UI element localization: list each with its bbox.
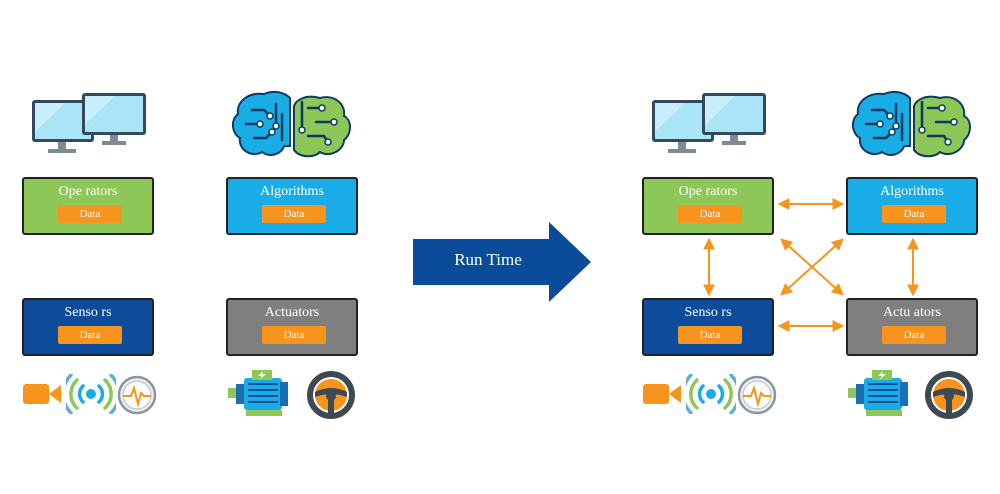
algorithms-sensors-arrow xyxy=(780,238,844,296)
actuators-block-connected: Actu ators Data xyxy=(846,298,978,356)
algorithms-block: Algorithms Data xyxy=(226,177,358,235)
operators-block-connected: Ope rators Data xyxy=(642,177,774,235)
algorithms-block-connected: Algorithms Data xyxy=(846,177,978,235)
algorithms-data-tag: Data xyxy=(262,205,326,223)
algorithms-title: Algorithms xyxy=(880,184,944,199)
actuators-block: Actuators Data xyxy=(226,298,358,356)
algorithms-data-tag: Data xyxy=(882,205,946,223)
sensors-data-tag: Data xyxy=(58,326,122,344)
operators-block: Ope rators Data xyxy=(22,177,154,235)
steering-wheel-icon xyxy=(924,370,974,420)
operators-data-tag: Data xyxy=(678,205,742,223)
electric-motor-icon xyxy=(848,370,912,420)
actuators-data-tag: Data xyxy=(882,326,946,344)
pulse-gauge-icon xyxy=(737,375,777,415)
sensors-block: Senso rs Data xyxy=(22,298,154,356)
sensors-title: Senso rs xyxy=(684,305,732,320)
sensors-title: Senso rs xyxy=(64,305,112,320)
operators-data-tag: Data xyxy=(58,205,122,223)
operators-title: Ope rators xyxy=(58,184,118,199)
operators-title: Ope rators xyxy=(678,184,738,199)
sensors-data-tag: Data xyxy=(678,326,742,344)
actuators-title: Actuators xyxy=(264,305,320,320)
sensors-block-connected: Senso rs Data xyxy=(642,298,774,356)
camera-icon xyxy=(642,380,682,408)
run-time-label: Run Time xyxy=(454,250,522,269)
run-time-arrow: Run Time xyxy=(413,222,593,302)
actuators-title: Actu ators xyxy=(883,305,941,320)
algorithms-title: Algorithms xyxy=(260,184,324,199)
wireless-signal-icon xyxy=(686,374,736,414)
actuators-data-tag: Data xyxy=(262,326,326,344)
